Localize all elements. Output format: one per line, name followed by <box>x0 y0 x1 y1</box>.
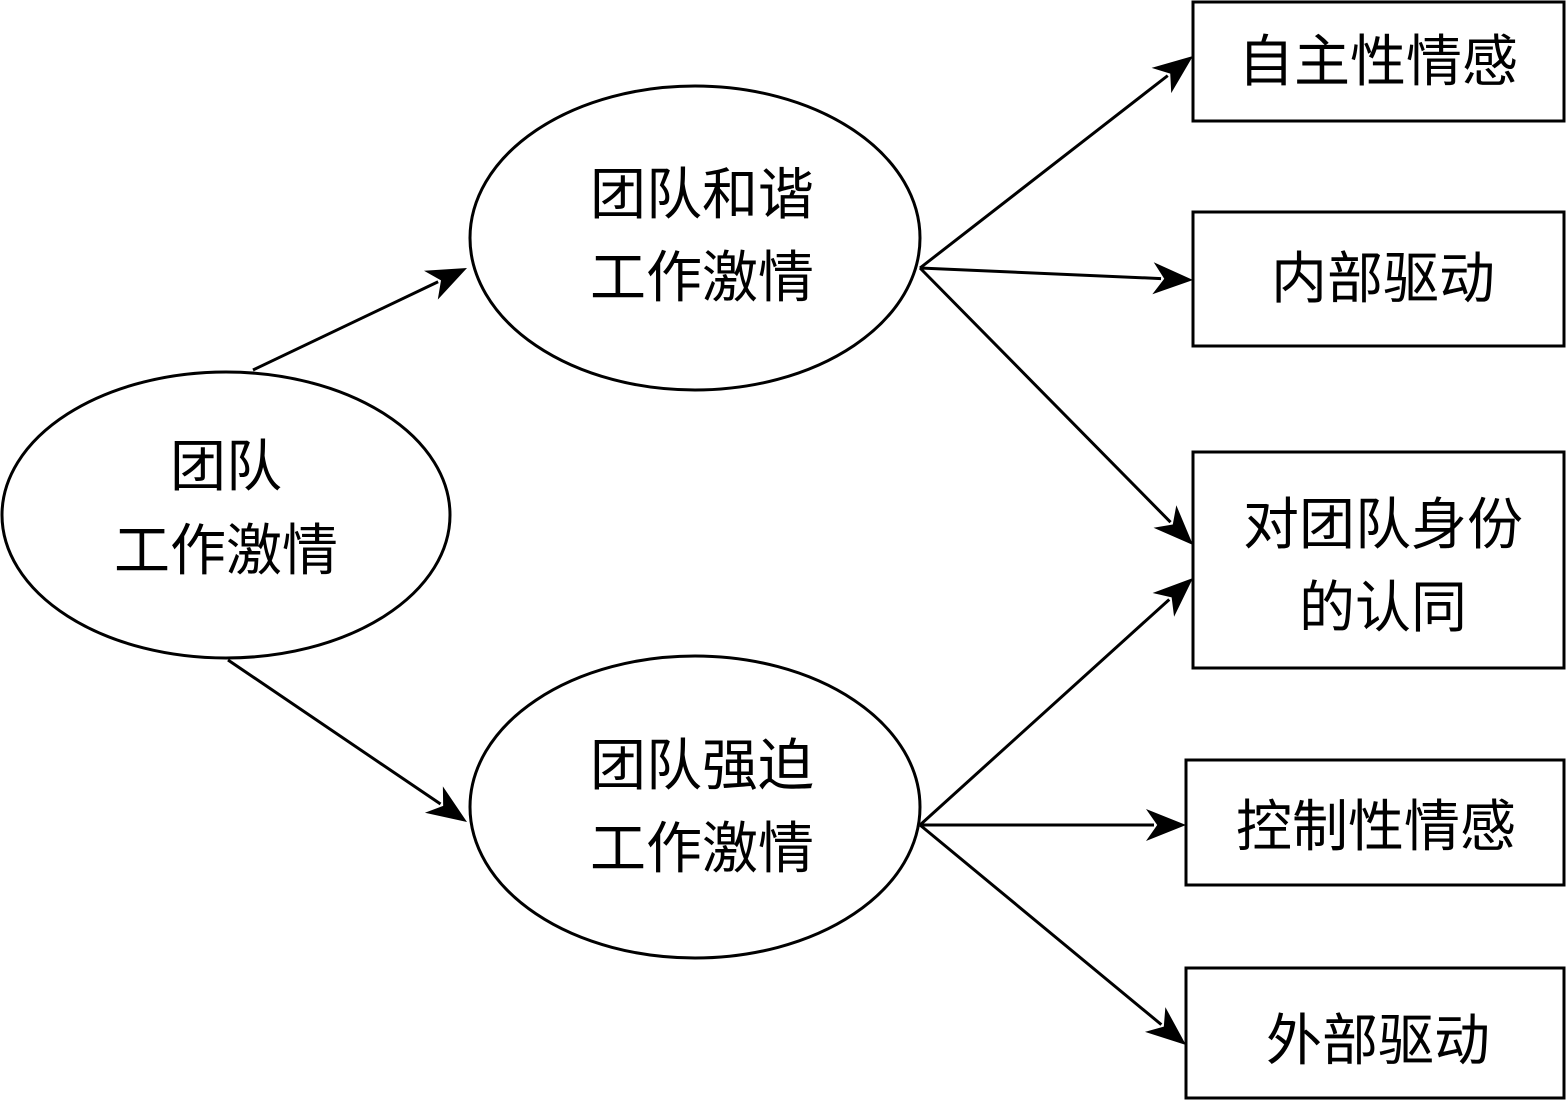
arrowhead-icon <box>1146 809 1186 841</box>
harmonious-ellipse <box>468 84 922 392</box>
node-team-identity: 对团队身份 的认同 <box>1191 450 1566 670</box>
node-team-passion: 团队 工作激情 <box>0 370 452 660</box>
edge-harmonious-to-internal-drive <box>919 266 1162 281</box>
control-box <box>1184 758 1566 887</box>
obsessive-line-1: 团队强迫 <box>590 734 814 799</box>
team-passion-line-1: 团队 <box>170 435 282 500</box>
team-passion-ellipse <box>0 370 452 660</box>
edge-harmonious-to-team-identity <box>918 266 1172 524</box>
team-identity-line-1: 对团队身份 <box>1243 493 1523 558</box>
obsessive-line-2: 工作激情 <box>590 817 814 882</box>
node-control: 控制性情感 <box>1184 758 1566 887</box>
external-drive-label: 外部驱动 <box>1266 1009 1490 1074</box>
obsessive-ellipse <box>468 654 922 960</box>
node-obsessive-passion: 团队强迫 工作激情 <box>468 654 922 960</box>
autonomy-box <box>1191 0 1566 123</box>
internal-drive-label: 内部驱动 <box>1271 247 1495 312</box>
edges-layer <box>227 56 1193 1045</box>
edge-obsessive-to-team-identity <box>918 598 1171 827</box>
node-autonomy: 自主性情感 <box>1191 0 1566 123</box>
control-label: 控制性情感 <box>1236 795 1516 860</box>
arrowhead-icon <box>1153 505 1193 545</box>
arrowhead-icon <box>1151 56 1193 94</box>
arrowhead-icon <box>424 268 467 300</box>
edge-obsessive-to-external-drive <box>919 823 1163 1026</box>
team-passion-line-2: 工作激情 <box>114 519 338 584</box>
internal-drive-box <box>1191 210 1566 348</box>
arrowhead-icon <box>1152 262 1193 295</box>
team-identity-line-2: 的认同 <box>1299 576 1467 641</box>
edge-team-passion-to-obsessive <box>227 658 442 806</box>
team-identity-box <box>1191 450 1566 670</box>
node-internal-drive: 内部驱动 <box>1191 210 1566 348</box>
edge-team-passion-to-harmonious <box>252 280 439 372</box>
node-harmonious-passion: 团队和谐 工作激情 <box>468 84 922 392</box>
arrowhead-icon <box>424 786 467 822</box>
arrowhead-icon <box>1144 1007 1186 1045</box>
autonomy-label: 自主性情感 <box>1238 30 1518 95</box>
harmonious-line-2: 工作激情 <box>590 246 814 311</box>
node-external-drive: 外部驱动 <box>1184 966 1566 1100</box>
external-drive-box <box>1184 966 1566 1100</box>
arrowhead-icon <box>1152 578 1193 617</box>
harmonious-line-1: 团队和谐 <box>590 163 814 228</box>
edge-harmonious-to-autonomy <box>919 74 1169 270</box>
